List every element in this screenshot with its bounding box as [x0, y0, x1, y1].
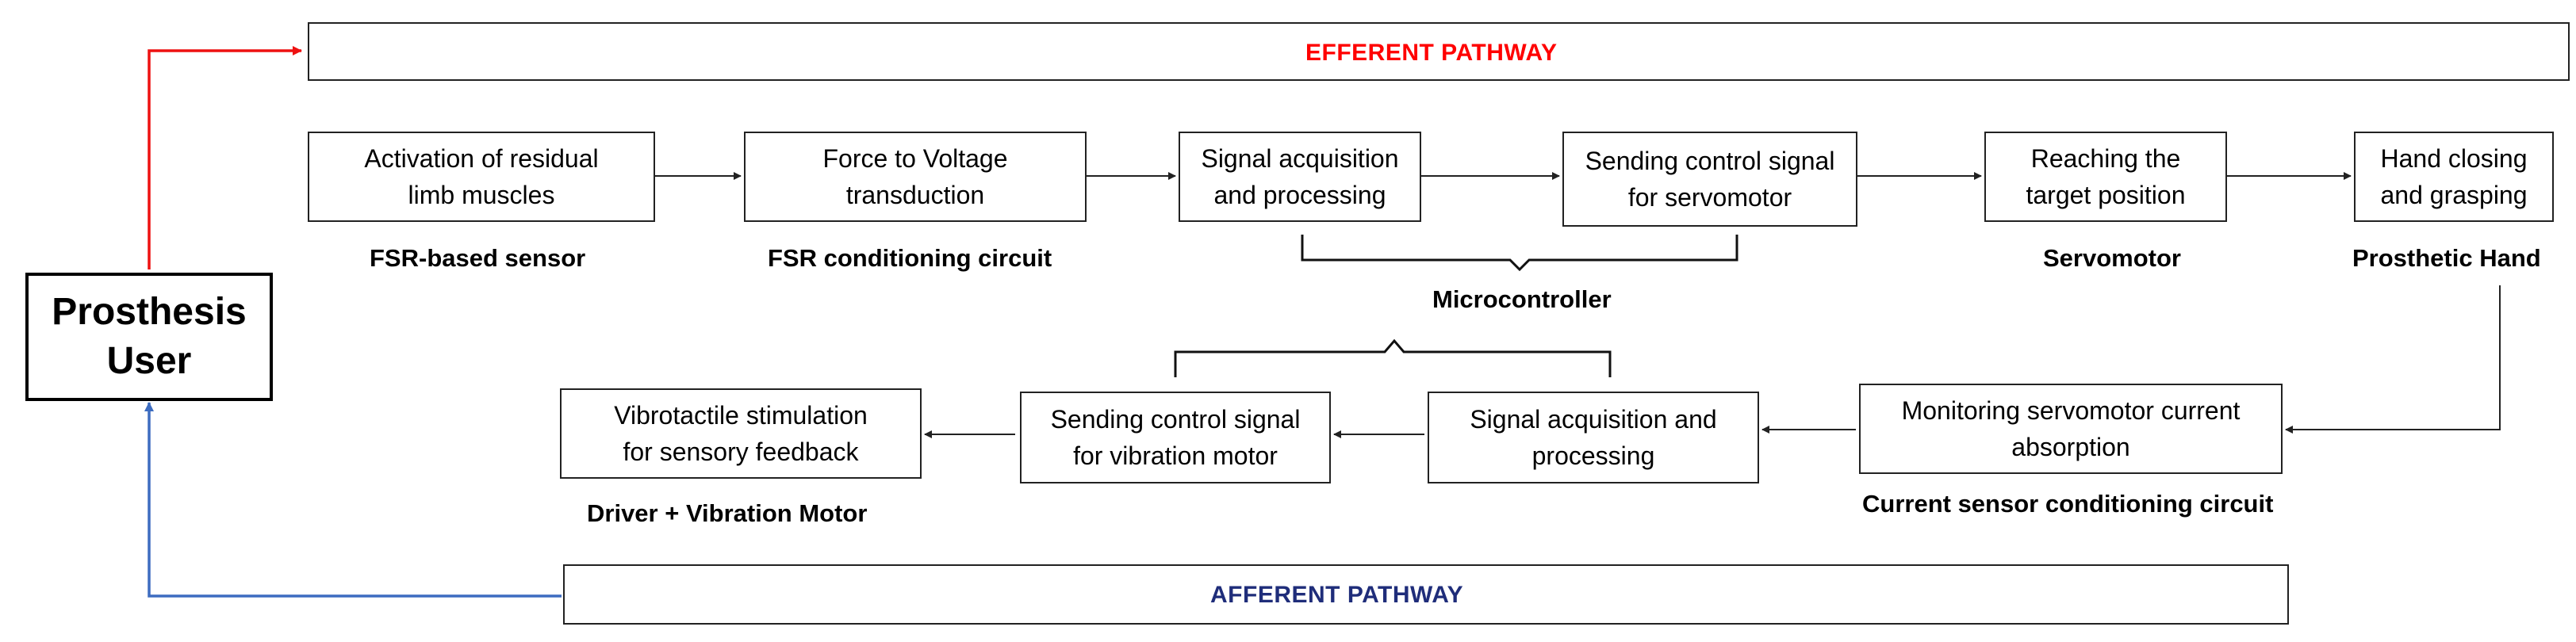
afferent-signal-acquisition-box: Signal acquisition and processing	[1428, 392, 1759, 483]
vibration-control-box: Sending control signal for vibration mot…	[1020, 392, 1331, 483]
current-monitoring-box: Monitoring servomotor current absorption	[1859, 384, 2283, 474]
microcontroller-bracket-top	[1301, 235, 1738, 272]
vibrotactile-box: Vibrotactile stimulation for sensory fee…	[560, 388, 922, 479]
target-position-box: Reaching the target position	[1984, 132, 2227, 222]
servo-control-box: Sending control signal for servomotor	[1562, 132, 1857, 227]
microcontroller-label: Microcontroller	[1432, 285, 1612, 313]
efferent-link-line	[148, 46, 302, 269]
afferent-link-line	[144, 402, 562, 598]
feedback-line	[2285, 285, 2501, 434]
current-sensor-circuit-label: Current sensor conditioning circuit	[1862, 490, 2274, 518]
transduction-box: Force to Voltage transduction	[744, 132, 1087, 222]
prosthetic-hand-label: Prosthetic Hand	[2352, 244, 2541, 272]
prosthesis-user-box: Prosthesis User	[25, 273, 273, 401]
activation-box: Activation of residual limb muscles	[308, 132, 655, 222]
driver-vibration-motor-label: Driver + Vibration Motor	[587, 499, 868, 527]
efferent-banner: EFFERENT PATHWAY	[308, 22, 2570, 81]
fsr-circuit-label: FSR conditioning circuit	[768, 244, 1052, 272]
microcontroller-bracket-bottom	[1174, 338, 1612, 377]
servomotor-label: Servomotor	[2043, 244, 2181, 272]
hand-closing-box: Hand closing and grasping	[2354, 132, 2554, 222]
fsr-sensor-label: FSR-based sensor	[370, 244, 586, 272]
efferent-label: EFFERENT PATHWAY	[1305, 40, 1558, 66]
afferent-banner: AFFERENT PATHWAY	[563, 564, 2289, 625]
afferent-label: AFFERENT PATHWAY	[1210, 582, 1464, 608]
signal-acquisition-box: Signal acquisition and processing	[1179, 132, 1421, 222]
